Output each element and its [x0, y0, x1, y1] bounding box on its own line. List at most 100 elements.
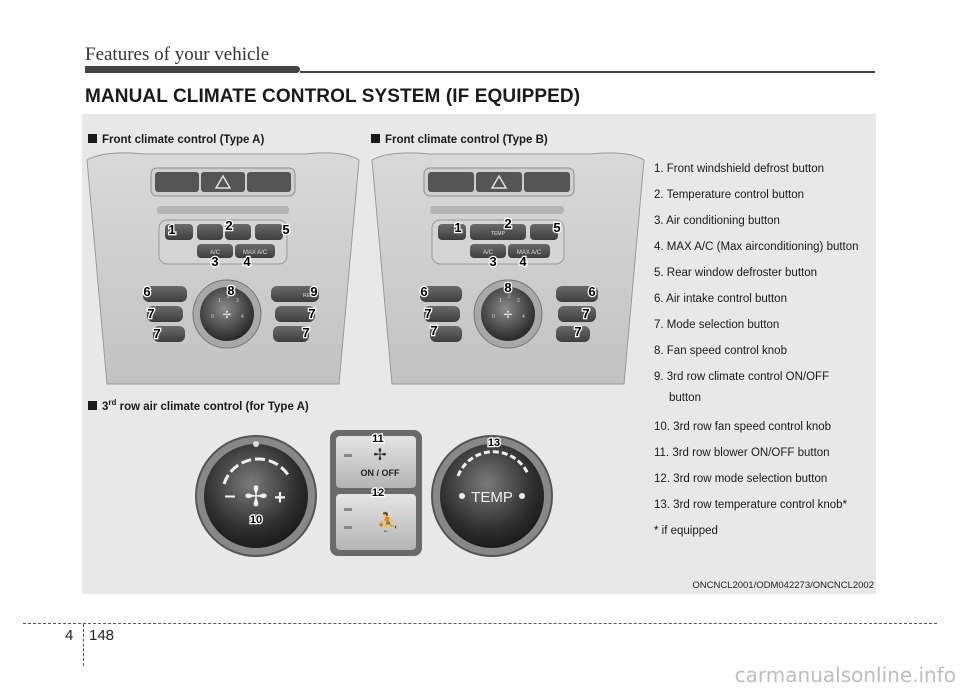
front-defrost-button[interactable]	[438, 224, 466, 240]
bullet-square-icon	[88, 134, 97, 143]
temp-down-button[interactable]	[197, 224, 223, 240]
rear-defrost-button[interactable]	[530, 224, 558, 240]
callout: 7	[147, 306, 154, 321]
callout: 1	[168, 222, 175, 237]
seated-person-icon: ⛹	[377, 511, 399, 532]
air-intake-button[interactable]	[556, 286, 598, 302]
svg-text:0: 0	[492, 314, 495, 320]
callout: 5	[282, 222, 289, 237]
callout: 7	[308, 306, 315, 321]
caption-type-b: Front climate control (Type B)	[371, 134, 548, 146]
mode-button[interactable]	[153, 326, 185, 342]
callout: 5	[553, 220, 560, 235]
svg-text:TEMP: TEMP	[491, 231, 506, 237]
callout: 2	[225, 218, 232, 233]
callout: 3	[489, 254, 496, 269]
front-defrost-button[interactable]	[165, 224, 193, 240]
footer-rule	[23, 623, 937, 624]
climate-panel-type-b: TEMP A/C MAX A/C ✢ 0 1 2 3 4 1 2 5 3 4 6…	[371, 152, 645, 385]
svg-text:ON / OFF: ON / OFF	[361, 468, 400, 478]
svg-text:2: 2	[508, 294, 511, 300]
caption-third-row: 3rd row air climate control (for Type A)	[88, 398, 309, 413]
callout: 8	[227, 283, 234, 298]
third-row-temperature-knob[interactable]	[440, 444, 544, 548]
svg-text:2: 2	[227, 294, 230, 300]
third-row-fan-speed-knob[interactable]	[204, 444, 308, 548]
callout: 11	[372, 433, 384, 445]
callout: 8	[504, 280, 511, 295]
legend-item: 3. Air conditioning button	[654, 215, 780, 227]
legend-item: 7. Mode selection button	[654, 319, 780, 331]
legend-item: 2. Temperature control button	[654, 189, 805, 201]
svg-text:4: 4	[522, 314, 525, 320]
fan-icon: ✢	[223, 310, 231, 321]
fan-icon: ✢	[373, 447, 386, 464]
ac-button[interactable]	[197, 244, 233, 258]
mode-button[interactable]	[275, 306, 315, 322]
svg-text:MAX A/C: MAX A/C	[517, 250, 542, 256]
air-intake-button[interactable]	[420, 286, 462, 302]
legend-item: 12. 3rd row mode selection button	[654, 473, 828, 485]
legend-item: 10. 3rd row fan speed control knob	[654, 421, 832, 433]
fan-icon: ✢	[244, 481, 267, 512]
svg-text:REAR: REAR	[303, 293, 317, 299]
legend-item: 13. 3rd row temperature control knob*	[654, 499, 848, 511]
fan-speed-knob[interactable]	[481, 287, 535, 341]
max-ac-button[interactable]	[235, 244, 275, 258]
ac-button[interactable]	[470, 244, 506, 258]
svg-text:1: 1	[218, 298, 221, 304]
third-row-onoff-button[interactable]	[271, 286, 319, 302]
air-intake-button[interactable]	[143, 286, 187, 302]
svg-text:3: 3	[517, 298, 520, 304]
hazard-icon	[490, 174, 508, 189]
temp-up-button[interactable]	[225, 224, 251, 240]
legend-item: 8. Fan speed control knob	[654, 345, 787, 357]
image-code: ONCNCL2001/ODM042273/ONCNCL2002	[692, 580, 874, 591]
bullet-square-icon	[88, 400, 97, 410]
callout: 6	[143, 284, 150, 299]
svg-text:TEMP: TEMP	[471, 489, 513, 506]
callout: 6	[588, 284, 595, 299]
mode-button[interactable]	[556, 326, 590, 342]
svg-text:A/C: A/C	[210, 250, 221, 256]
callout: 7	[302, 325, 309, 340]
header-rule	[300, 71, 875, 73]
callout: 4	[243, 254, 251, 269]
mode-button[interactable]	[273, 326, 309, 342]
svg-text:–: –	[224, 485, 235, 507]
legend-item: * if equipped	[654, 525, 718, 537]
fan-speed-knob[interactable]	[200, 287, 254, 341]
section-title: MANUAL CLIMATE CONTROL SYSTEM (IF EQUIPP…	[85, 86, 581, 107]
mode-button[interactable]	[558, 306, 596, 322]
callout: 7	[582, 306, 589, 321]
mode-button[interactable]	[424, 306, 460, 322]
rear-defrost-button[interactable]	[255, 224, 283, 240]
callout: 7	[574, 324, 581, 339]
watermark: carmanualsonline.info	[734, 663, 956, 687]
mode-button[interactable]	[430, 326, 462, 342]
climate-panel-type-a: A/C MAX A/C REAR ✢ 0 1 2 3 4 1 2 5 3 4 6…	[86, 152, 360, 385]
svg-text:MAX A/C: MAX A/C	[243, 250, 268, 256]
footer-divider	[83, 624, 84, 666]
third-row-controls: ✢ – + 10 ✢ ON / OFF ⛹ 11 12 TEMP 13	[195, 430, 553, 557]
hazard-icon	[214, 174, 232, 189]
callout: 2	[504, 216, 511, 231]
svg-text:0: 0	[211, 314, 214, 320]
running-header: Features of your vehicle	[85, 44, 270, 65]
callout: 3	[211, 254, 218, 269]
svg-text:1: 1	[499, 298, 502, 304]
chapter-number: 4	[65, 627, 74, 644]
header-accent-bar	[85, 66, 300, 73]
temp-button[interactable]	[470, 224, 526, 240]
third-row-blower-onoff-button[interactable]	[336, 436, 416, 488]
bullet-square-icon	[371, 134, 380, 143]
legend-item: 1. Front windshield defrost button	[654, 163, 825, 175]
svg-text:4: 4	[241, 314, 244, 320]
third-row-mode-button[interactable]	[336, 494, 416, 550]
callout: 1	[454, 220, 461, 235]
max-ac-button[interactable]	[508, 244, 550, 258]
svg-text:+: +	[274, 487, 286, 509]
mode-button[interactable]	[147, 306, 183, 322]
svg-text:3: 3	[236, 298, 239, 304]
